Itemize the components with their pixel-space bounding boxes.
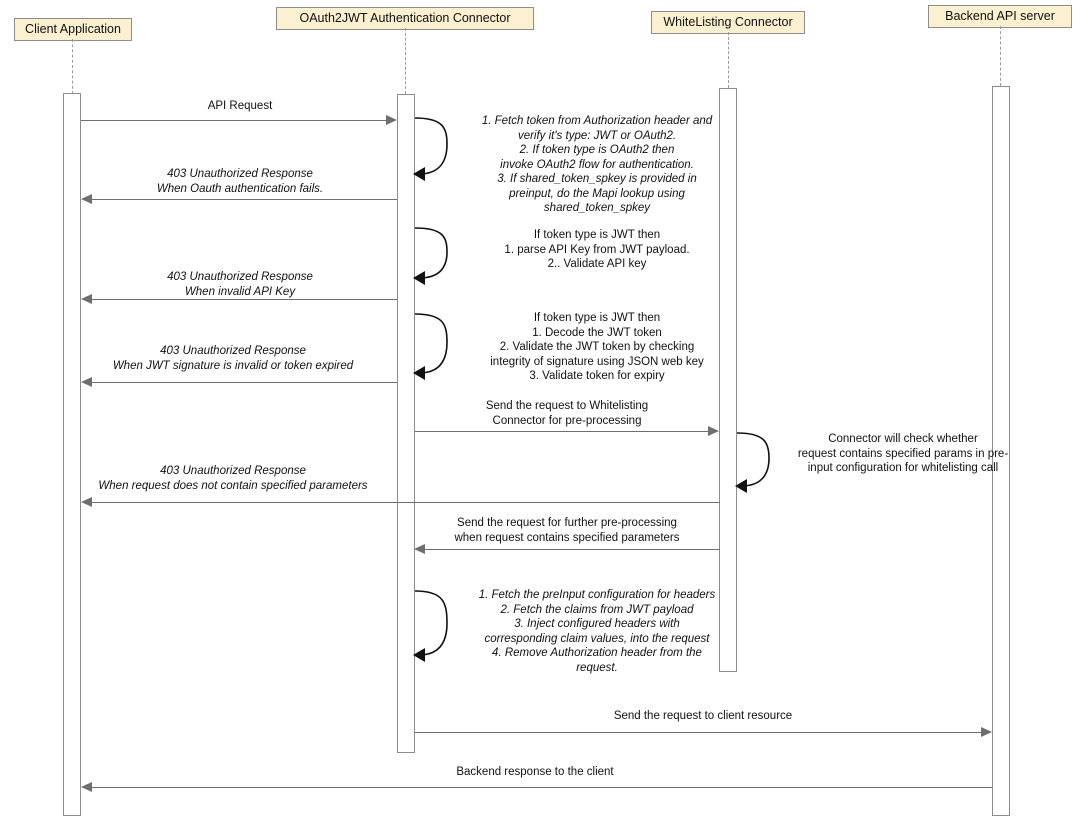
message-line-backend-response [92, 787, 992, 788]
lifeline-whitelisting [728, 32, 729, 88]
actor-label: Backend API server [945, 9, 1055, 23]
actor-label: OAuth2JWT Authentication Connector [299, 11, 511, 25]
message-line-api-request [81, 120, 386, 121]
message-line-send-to-whitelisting [415, 431, 708, 432]
message-line-further-preprocessing [424, 549, 720, 550]
activation-bar-client [63, 93, 81, 816]
message-arrow-send-to-whitelisting [708, 425, 719, 436]
message-arrow-further-preprocessing [414, 543, 425, 554]
message-label-403-oauth-fails: 403 Unauthorized Response When Oauth aut… [156, 168, 324, 195]
actor-label: Client Application [25, 22, 121, 36]
message-line-403-jwt-signature [92, 382, 397, 383]
message-arrow-403-oauth-fails [81, 193, 92, 204]
message-arrow-send-to-backend [981, 726, 992, 737]
message-arrow-backend-response [81, 781, 92, 792]
message-label-403-jwt-signature: 403 Unauthorized Response When JWT signa… [112, 345, 354, 372]
actor-header-client[interactable]: Client Application [14, 18, 132, 41]
message-label-further-preprocessing: Send the request for further pre-process… [454, 517, 680, 544]
message-arrow-api-request [386, 114, 397, 125]
actor-header-whitelisting[interactable]: WhiteListing Connector [651, 11, 805, 34]
message-label-send-to-whitelisting: Send the request to Whitelisting Connect… [485, 400, 649, 427]
self-call-note-3: If token type is JWT then 1. Decode the … [490, 312, 704, 382]
self-call-loop-4 [735, 432, 770, 493]
message-arrow-403-missing-params [81, 496, 92, 507]
lifeline-oauth [405, 28, 406, 94]
self-call-note-2: If token type is JWT then 1. parse API K… [504, 229, 690, 270]
self-call-note-1: 1. Fetch token from Authorization header… [481, 115, 713, 214]
self-call-note-4: Connector will check whether request con… [797, 433, 1009, 474]
lifeline-client [72, 39, 73, 94]
message-arrow-403-invalid-api-key [81, 293, 92, 304]
activation-bar-backend [992, 86, 1010, 816]
self-call-loop-1 [413, 117, 448, 181]
actor-header-backend[interactable]: Backend API server [928, 5, 1072, 28]
activation-bar-whitelisting [719, 88, 737, 672]
lifeline-backend [1000, 26, 1001, 86]
message-label-api-request: API Request [207, 100, 273, 112]
message-label-send-to-backend: Send the request to client resource [613, 710, 793, 722]
self-call-loop-2 [413, 227, 448, 285]
actor-label: WhiteListing Connector [663, 15, 793, 29]
message-line-send-to-backend [415, 732, 981, 733]
self-call-loop-5 [413, 590, 448, 662]
message-line-403-oauth-fails [92, 199, 397, 200]
actor-header-oauth[interactable]: OAuth2JWT Authentication Connector [276, 7, 534, 30]
message-label-backend-response: Backend response to the client [456, 766, 614, 778]
self-call-note-5: 1. Fetch the preInput configuration for … [478, 589, 716, 674]
self-call-loop-3 [413, 313, 448, 380]
message-label-403-invalid-api-key: 403 Unauthorized Response When invalid A… [167, 271, 313, 298]
message-line-403-invalid-api-key [92, 299, 397, 300]
message-label-403-missing-params: 403 Unauthorized Response When request d… [98, 465, 368, 492]
message-arrow-403-jwt-signature [81, 376, 92, 387]
activation-bar-oauth [397, 94, 415, 753]
message-line-403-missing-params [92, 502, 720, 503]
